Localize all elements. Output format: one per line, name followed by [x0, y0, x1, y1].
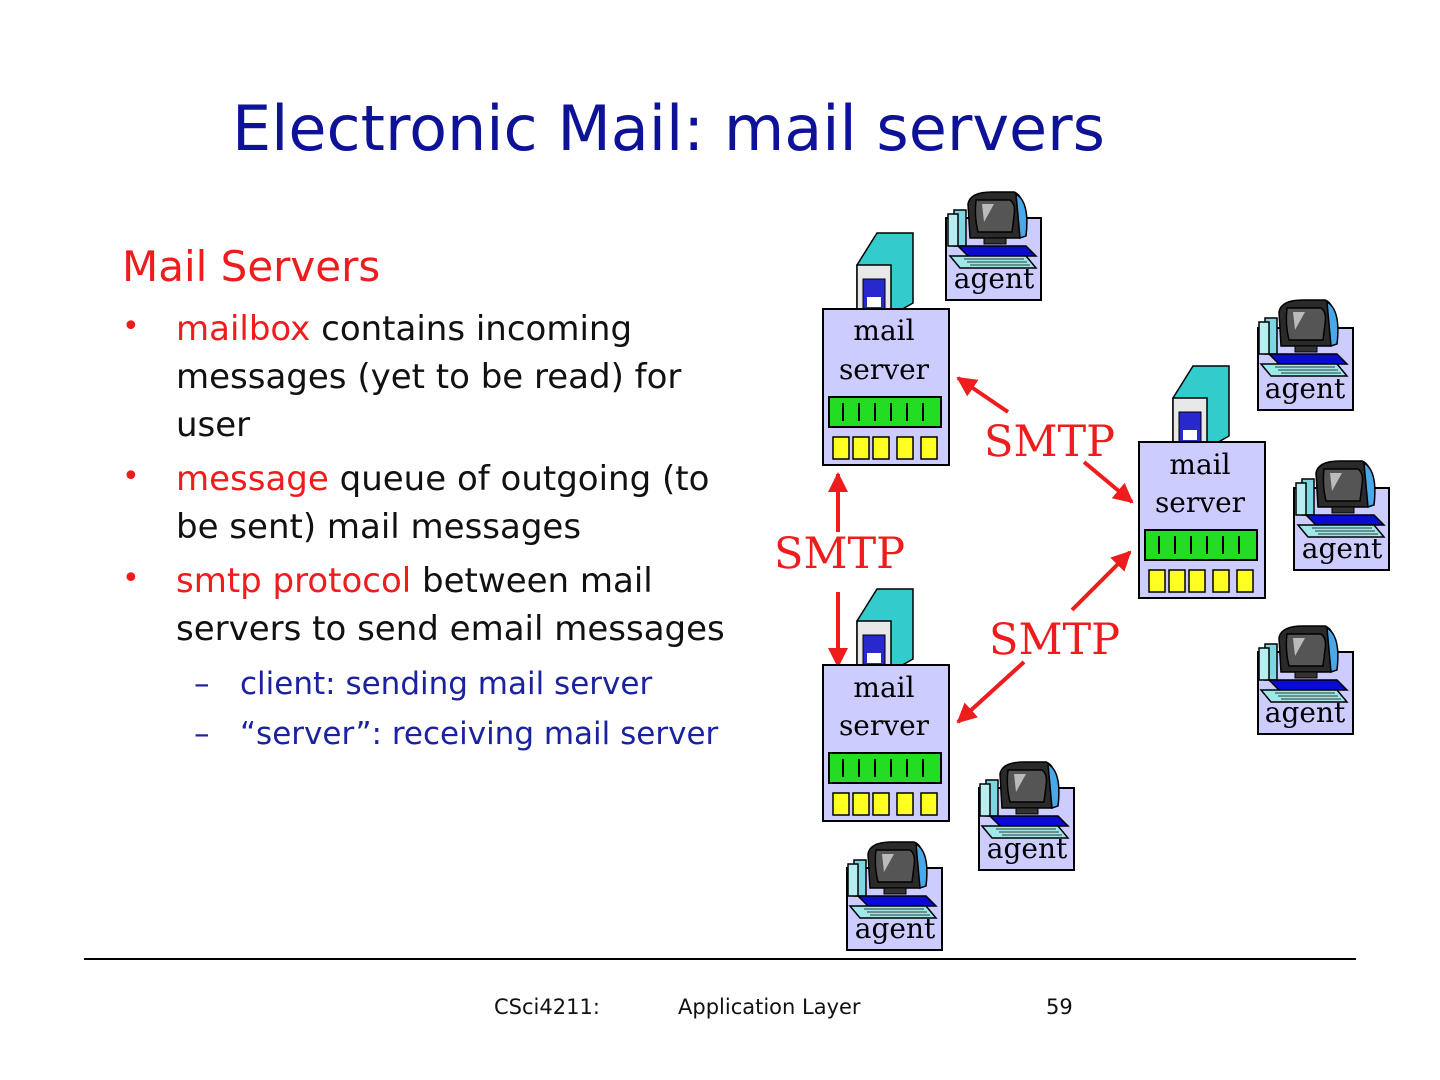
user-agent-right-2: agent	[1293, 460, 1390, 571]
server-label-line2: server	[839, 709, 930, 742]
smtp-arrow-bottom-right-a	[1070, 550, 1132, 612]
smtp-arrow-top-right-b	[1082, 460, 1134, 504]
mail-server-icon	[822, 588, 950, 822]
bullet-dot-icon: •	[122, 561, 140, 596]
user-agent-right-3: agent	[1257, 625, 1354, 735]
footer-topic: Application Layer	[678, 995, 861, 1019]
mail-server-icon	[1138, 365, 1266, 599]
mail-server-icon	[822, 232, 950, 466]
agent-label: agent	[1265, 372, 1346, 405]
sub-bullet-marker: –	[194, 666, 210, 702]
bullet-item-mailbox: • mailbox contains incoming messages (ye…	[122, 305, 742, 449]
sub-bullet-text: client: sending mail server	[240, 666, 653, 702]
smtp-label-bottom-right: SMTP	[989, 615, 1120, 665]
footer-page-number: 59	[1046, 995, 1073, 1019]
bullet-text: between mail servers to send email messa…	[176, 561, 725, 649]
user-agent-bottom: agent	[846, 841, 943, 951]
server-label-line2: server	[1155, 486, 1246, 519]
section-heading: Mail Servers	[122, 242, 381, 291]
server-label-line2: server	[839, 353, 930, 386]
agent-label: agent	[987, 832, 1068, 865]
agent-label: agent	[954, 262, 1035, 295]
sub-bullet-server: – “server”: receiving mail server	[122, 709, 742, 759]
sub-bullet-text: “server”: receiving mail server	[240, 716, 719, 752]
sub-bullet-marker: –	[194, 716, 210, 752]
smtp-arrow-top-right-a	[956, 376, 1010, 414]
bullet-dot-icon: •	[122, 309, 140, 344]
mail-server-right: mail server	[1138, 365, 1266, 599]
server-label-line1: mail	[853, 314, 914, 347]
bullet-text: queue of outgoing (to be sent) mail mess…	[176, 459, 710, 547]
bullet-item-message: • message queue of outgoing (to be sent)…	[122, 455, 742, 551]
server-label-line1: mail	[853, 671, 914, 704]
bullet-highlight: mailbox	[176, 309, 311, 349]
bullet-text: contains incoming messages (yet to be re…	[176, 309, 682, 445]
mail-server-bottom: mail server	[822, 588, 950, 822]
mail-server-top: mail server	[822, 232, 950, 466]
user-agent-right-1: agent	[1257, 299, 1354, 411]
bullet-dot-icon: •	[122, 459, 140, 494]
agent-label: agent	[1265, 696, 1346, 729]
server-label-line1: mail	[1169, 448, 1230, 481]
sub-bullet-client: – client: sending mail server	[122, 659, 742, 709]
computer-icon	[947, 191, 1037, 269]
bullet-list: • mailbox contains incoming messages (ye…	[122, 305, 742, 759]
bullet-highlight: smtp protocol	[176, 561, 412, 601]
smtp-label-top-right: SMTP	[984, 417, 1115, 467]
computer-icon	[979, 761, 1069, 839]
smtp-label-left: SMTP	[774, 529, 905, 579]
footer-divider	[84, 958, 1356, 960]
bullet-item-smtp: • smtp protocol between mail servers to …	[122, 557, 742, 653]
agent-label: agent	[1302, 532, 1383, 565]
agent-label: agent	[855, 912, 936, 945]
computer-icon	[1295, 460, 1385, 538]
smtp-arrows	[828, 376, 1134, 724]
computer-icon	[1258, 299, 1348, 377]
computer-icon	[1258, 625, 1348, 703]
footer-course: CSci4211:	[494, 995, 600, 1019]
smtp-arrow-bottom-right-b	[956, 660, 1026, 724]
computer-icon	[847, 841, 937, 919]
bullet-highlight: message	[176, 459, 329, 499]
user-agent-bottom-right: agent	[978, 761, 1075, 871]
user-agent-top: agent	[945, 191, 1042, 301]
page-title: Electronic Mail: mail servers	[232, 92, 1105, 165]
